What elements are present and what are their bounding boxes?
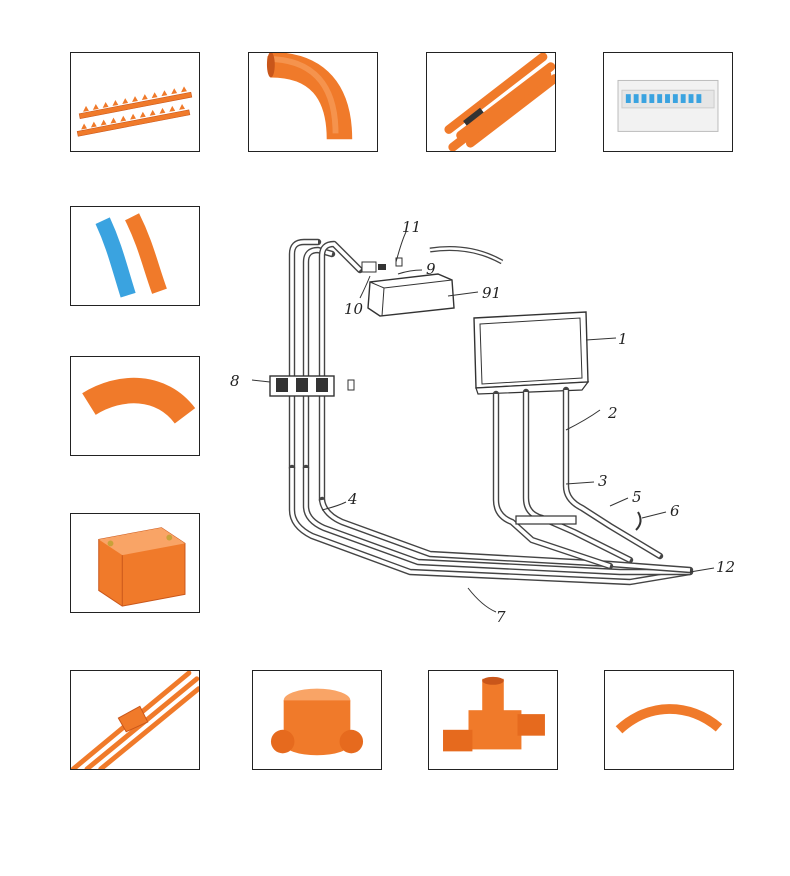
label-2: 2 bbox=[607, 404, 618, 422]
connector-5-6 bbox=[515, 511, 642, 531]
flexible-bend-icon bbox=[95, 213, 167, 298]
label-5: 5 bbox=[632, 488, 642, 506]
small-parts-10-11 bbox=[361, 257, 403, 273]
product-tile-distribution-box[interactable] bbox=[603, 52, 733, 152]
conduit-pipes-icon bbox=[444, 53, 555, 151]
conduit-installation-diagram: 11 9 10 91 1 2 8 3 5 6 4 12 7 bbox=[230, 218, 735, 626]
product-tile-bend-90[interactable] bbox=[248, 52, 378, 152]
label-7: 7 bbox=[496, 608, 506, 626]
tee-connector-icon bbox=[443, 676, 545, 752]
long-bend-icon bbox=[615, 704, 723, 734]
product-tile-long-bend[interactable] bbox=[604, 670, 734, 770]
product-tile-tee[interactable] bbox=[428, 670, 558, 770]
label-91: 91 bbox=[482, 284, 501, 302]
pipe-spacer-icon bbox=[71, 671, 199, 769]
spacer-clip-8 bbox=[269, 375, 355, 397]
product-tile-wide-bend[interactable] bbox=[70, 356, 200, 456]
pipe-run-right bbox=[492, 386, 664, 570]
junction-box-91 bbox=[367, 273, 455, 317]
label-4: 4 bbox=[347, 490, 358, 508]
junction-box-round-icon bbox=[270, 688, 364, 756]
label-10: 10 bbox=[344, 300, 364, 318]
product-tile-square-box[interactable] bbox=[70, 513, 200, 613]
label-3: 3 bbox=[598, 472, 608, 490]
label-9: 9 bbox=[426, 260, 436, 278]
distribution-board-icon bbox=[617, 79, 719, 132]
pipe-run-left bbox=[288, 238, 364, 504]
label-8: 8 bbox=[230, 372, 240, 390]
product-tile-pipes[interactable] bbox=[426, 52, 556, 152]
label-1: 1 bbox=[618, 330, 628, 348]
label-6: 6 bbox=[670, 502, 680, 520]
product-tile-pipe-spacer[interactable] bbox=[70, 670, 200, 770]
wide-bend-icon bbox=[82, 377, 196, 425]
distribution-box-1 bbox=[473, 311, 590, 395]
product-tile-comb-clips[interactable] bbox=[70, 52, 200, 152]
junction-box-square-icon bbox=[98, 527, 186, 607]
label-11: 11 bbox=[402, 218, 421, 236]
product-tile-round-box[interactable] bbox=[252, 670, 382, 770]
label-12: 12 bbox=[716, 558, 735, 576]
saddle-clip-strip-icon bbox=[76, 86, 193, 137]
product-tile-flex-bends[interactable] bbox=[70, 206, 200, 306]
pipe-run-bottom bbox=[288, 464, 694, 586]
conduit-elbow-icon bbox=[266, 53, 353, 140]
